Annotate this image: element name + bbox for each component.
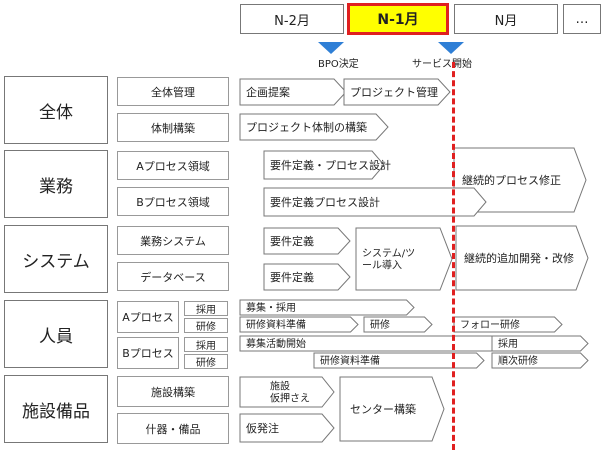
svg-text:研修: 研修	[370, 318, 390, 331]
tag-a-train: 研修	[184, 318, 228, 333]
task-pm: プロジェクト管理	[343, 78, 451, 106]
category-personnel: 人員	[4, 300, 108, 368]
category-facilities: 施設備品	[4, 375, 108, 443]
sub-database: データベース	[117, 262, 229, 291]
task-train-prep: 研修資料準備	[239, 316, 359, 333]
task-org: プロジェクト体制の構築	[239, 113, 389, 141]
task-seq-train: 順次研修	[491, 352, 589, 369]
svg-text:システム/ツール導入: システム/ツール導入	[362, 248, 415, 272]
tag-b-train: 研修	[184, 354, 228, 369]
tag-b-hire: 採用	[184, 337, 228, 352]
svg-text:プロジェクト管理: プロジェクト管理	[350, 85, 438, 99]
svg-text:採用: 採用	[498, 337, 518, 350]
task-hire: 採用	[491, 335, 589, 352]
service-milestone-marker	[438, 42, 464, 54]
sub-org-build: 体制構築	[117, 113, 229, 142]
task-req-b: 要件定義プロセス設計	[263, 187, 487, 217]
sub-process-b: Bプロセス領域	[117, 187, 229, 216]
month-n-1: N-1月	[347, 3, 449, 35]
task-follow: フォロー研修	[453, 316, 563, 333]
month-n-2: N-2月	[240, 4, 344, 34]
svg-text:センター構築: センター構築	[350, 402, 416, 416]
task-recruit: 募集・採用	[239, 299, 415, 316]
task-cont-dev: 継続的追加開発・改修	[455, 225, 589, 291]
svg-text:フォロー研修: フォロー研修	[460, 318, 520, 331]
task-facility-secure: 施設仮押さえ	[239, 376, 335, 408]
svg-text:募集活動開始: 募集活動開始	[246, 337, 306, 350]
task-cont-process: 継続的プロセス修正	[453, 147, 587, 213]
task-prov-order: 仮発注	[239, 413, 335, 443]
bpo-milestone-marker	[318, 42, 344, 54]
task-sys-intro: システム/ツール導入	[355, 227, 453, 291]
category-overall: 全体	[4, 76, 108, 144]
svg-text:要件定義プロセス設計: 要件定義プロセス設計	[270, 195, 380, 209]
task-center-build: センター構築	[339, 376, 445, 442]
tag-a-hire: 採用	[184, 301, 228, 316]
svg-text:仮発注: 仮発注	[246, 421, 279, 435]
service-start-line	[452, 62, 455, 450]
svg-text:企画提案: 企画提案	[246, 85, 290, 99]
month-more: …	[563, 4, 601, 34]
svg-text:研修資料準備: 研修資料準備	[320, 354, 380, 367]
task-plan: 企画提案	[239, 78, 347, 106]
bpo-milestone-label: BPO決定	[318, 59, 359, 70]
category-system: システム	[4, 225, 108, 293]
sub-biz-system: 業務システム	[117, 226, 229, 255]
sub-overall-mgmt: 全体管理	[117, 77, 229, 106]
sub-fixtures: 什器・備品	[117, 413, 229, 444]
task-req-db: 要件定義	[263, 263, 351, 291]
sub-a-process: Aプロセス	[117, 301, 179, 333]
sub-facility-build: 施設構築	[117, 376, 229, 407]
sub-process-a: Aプロセス領域	[117, 151, 229, 180]
category-business: 業務	[4, 150, 108, 218]
task-req-a: 要件定義・プロセス設計	[263, 150, 391, 180]
sub-b-process: Bプロセス	[117, 337, 179, 369]
task-train: 研修	[363, 316, 433, 333]
svg-text:順次研修: 順次研修	[498, 354, 538, 367]
service-milestone-label: サービス開始	[412, 59, 472, 70]
svg-text:プロジェクト体制の構築: プロジェクト体制の構築	[246, 120, 367, 134]
svg-text:要件定義: 要件定義	[270, 270, 314, 284]
svg-text:要件定義: 要件定義	[270, 234, 314, 248]
svg-text:要件定義・プロセス設計: 要件定義・プロセス設計	[270, 158, 391, 172]
svg-text:研修資料準備: 研修資料準備	[246, 318, 306, 331]
svg-text:継続的追加開発・改修: 継続的追加開発・改修	[464, 251, 574, 265]
task-req-sys: 要件定義	[263, 227, 351, 255]
month-n: N月	[454, 4, 558, 34]
task-train-prep-b: 研修資料準備	[313, 352, 485, 369]
svg-text:施設仮押さえ: 施設仮押さえ	[270, 380, 310, 405]
svg-text:継続的プロセス修正: 継続的プロセス修正	[462, 173, 561, 187]
svg-text:募集・採用: 募集・採用	[246, 301, 296, 314]
